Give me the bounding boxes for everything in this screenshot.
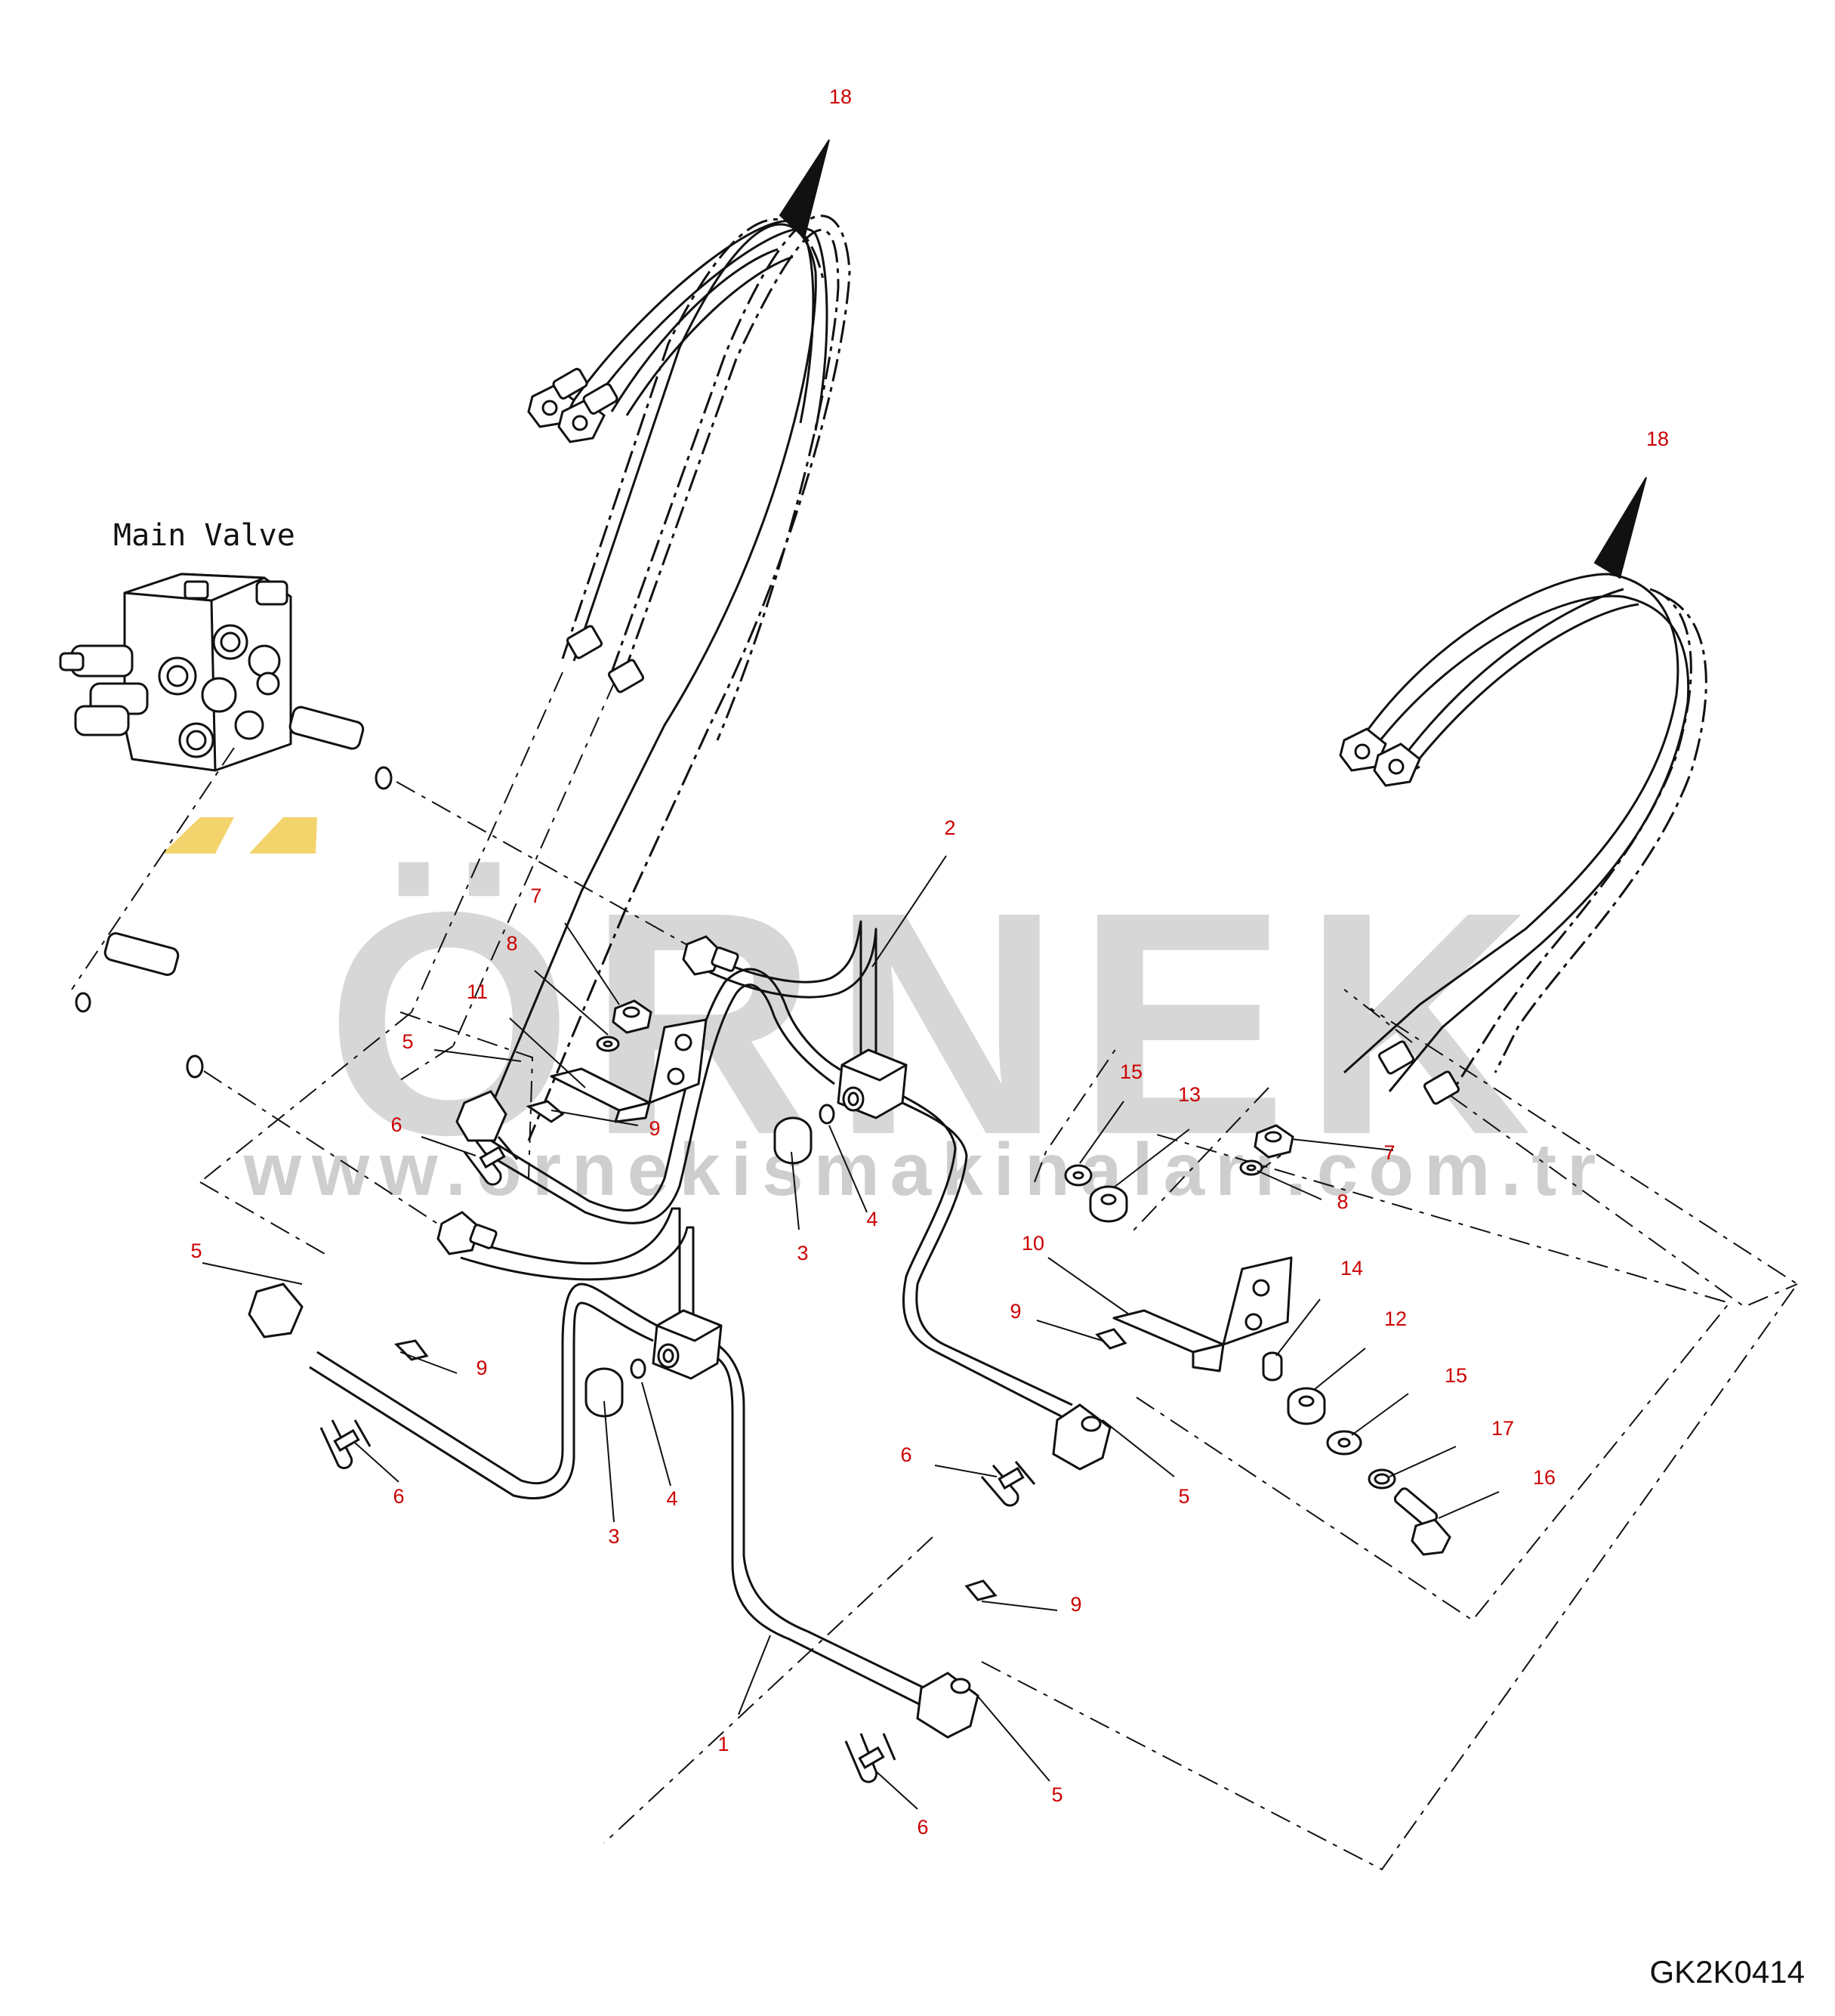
hose-fitting-right-bottom bbox=[1378, 1040, 1460, 1105]
pipe-2-end-block-right bbox=[1052, 1403, 1112, 1471]
callout-6: 6 bbox=[900, 1443, 911, 1466]
oring-4-upper bbox=[819, 1104, 835, 1125]
callout-12: 12 bbox=[1384, 1307, 1407, 1330]
callout-5: 5 bbox=[402, 1030, 413, 1053]
callout-18: 18 bbox=[829, 85, 852, 108]
washer-15-bottom bbox=[1326, 1430, 1362, 1456]
callout-5: 5 bbox=[1178, 1485, 1189, 1508]
collar-14 bbox=[1262, 1351, 1283, 1382]
pipe-1-tee-block bbox=[652, 1309, 723, 1380]
washer-8-left bbox=[596, 1036, 620, 1052]
main-valve bbox=[59, 573, 292, 772]
hose-assembly-upper bbox=[482, 215, 851, 1141]
hose-fitting-right-top bbox=[1339, 727, 1421, 787]
watermark-umlaut-right bbox=[249, 817, 317, 854]
hose-fitting-upper-right bbox=[557, 383, 618, 443]
cap-3-lower bbox=[584, 1367, 624, 1418]
callout-4: 4 bbox=[666, 1487, 677, 1510]
callout-18: 18 bbox=[1646, 428, 1669, 450]
callout-7: 7 bbox=[530, 885, 541, 907]
callout-4: 4 bbox=[866, 1208, 877, 1230]
watermark-url: www.ornekismakinalari.com.tr bbox=[243, 1128, 1606, 1211]
callout-9: 9 bbox=[649, 1117, 660, 1140]
pipe-2-tee-block bbox=[837, 1048, 908, 1119]
callout-17: 17 bbox=[1491, 1417, 1514, 1440]
callout-10: 10 bbox=[1022, 1232, 1044, 1255]
callout-15: 15 bbox=[1120, 1060, 1143, 1083]
callout-9: 9 bbox=[1070, 1593, 1081, 1616]
callout-9: 9 bbox=[1010, 1300, 1021, 1323]
callout-6: 6 bbox=[390, 1113, 402, 1136]
clip-9-d bbox=[964, 1579, 998, 1601]
callout-13: 13 bbox=[1178, 1083, 1201, 1106]
pipe-2 bbox=[483, 920, 1073, 1422]
figure-code: GK2K0414 bbox=[1650, 1954, 1806, 1990]
bolt-16 bbox=[1393, 1487, 1451, 1556]
callout-16: 16 bbox=[1533, 1466, 1556, 1489]
callouts: 18 18 2 7 8 11 5 9 6 3 4 15 13 7 8 10 14… bbox=[190, 85, 1669, 1838]
cap-3-upper bbox=[773, 1116, 813, 1165]
callout-5: 5 bbox=[1051, 1783, 1062, 1806]
hose-assembly-right bbox=[1343, 573, 1707, 1096]
callout-2: 2 bbox=[944, 817, 955, 839]
hose-fitting-upper-lower-pair bbox=[566, 625, 644, 693]
callout-9: 9 bbox=[476, 1357, 487, 1379]
clip-9-a bbox=[526, 1100, 565, 1123]
nut-7-right bbox=[1254, 1124, 1294, 1159]
callout-3: 3 bbox=[797, 1242, 808, 1264]
callout-11: 11 bbox=[467, 980, 488, 1003]
watermark-umlaut-left bbox=[162, 817, 234, 854]
nut-7-left bbox=[612, 999, 652, 1034]
pipe-1-end-block-right bbox=[916, 1672, 979, 1739]
washer-15-top bbox=[1064, 1164, 1093, 1187]
oring-4-lower bbox=[630, 1358, 646, 1379]
u-bolt-6-d bbox=[844, 1733, 896, 1783]
callout-15: 15 bbox=[1445, 1364, 1467, 1387]
callout-8: 8 bbox=[1337, 1190, 1348, 1213]
valve-adapter-upper bbox=[288, 705, 393, 790]
washer-17 bbox=[1368, 1468, 1396, 1490]
callout-8: 8 bbox=[506, 932, 517, 955]
pipe-1-end-block-left bbox=[248, 1283, 304, 1338]
pipe-2-end-block-left bbox=[455, 1090, 507, 1142]
pipe-1-fitting-top bbox=[436, 1211, 498, 1255]
cushion-12 bbox=[1287, 1387, 1326, 1425]
washer-8-right bbox=[1239, 1159, 1263, 1176]
callout-1: 1 bbox=[717, 1733, 729, 1755]
u-bolt-6-c bbox=[980, 1461, 1036, 1507]
callout-5: 5 bbox=[190, 1240, 202, 1262]
u-bolt-6-b bbox=[319, 1419, 372, 1470]
callout-6: 6 bbox=[917, 1816, 928, 1838]
pipe-1 bbox=[309, 1207, 933, 1709]
main-valve-label: Main Valve bbox=[113, 518, 295, 553]
callout-3: 3 bbox=[608, 1525, 619, 1548]
pipe-2-fitting-top bbox=[682, 935, 739, 976]
callout-14: 14 bbox=[1340, 1257, 1363, 1280]
cushion-13 bbox=[1089, 1185, 1128, 1223]
callout-7: 7 bbox=[1383, 1141, 1395, 1164]
leader-lines bbox=[202, 139, 1647, 1810]
valve-adapter-lower bbox=[75, 932, 204, 1079]
u-bolt-6-a bbox=[463, 1136, 519, 1186]
dashed-connection-lines bbox=[71, 671, 1799, 1871]
bracket-10 bbox=[1112, 1256, 1293, 1372]
callout-6: 6 bbox=[393, 1485, 404, 1508]
clip-9-c bbox=[1095, 1328, 1127, 1350]
